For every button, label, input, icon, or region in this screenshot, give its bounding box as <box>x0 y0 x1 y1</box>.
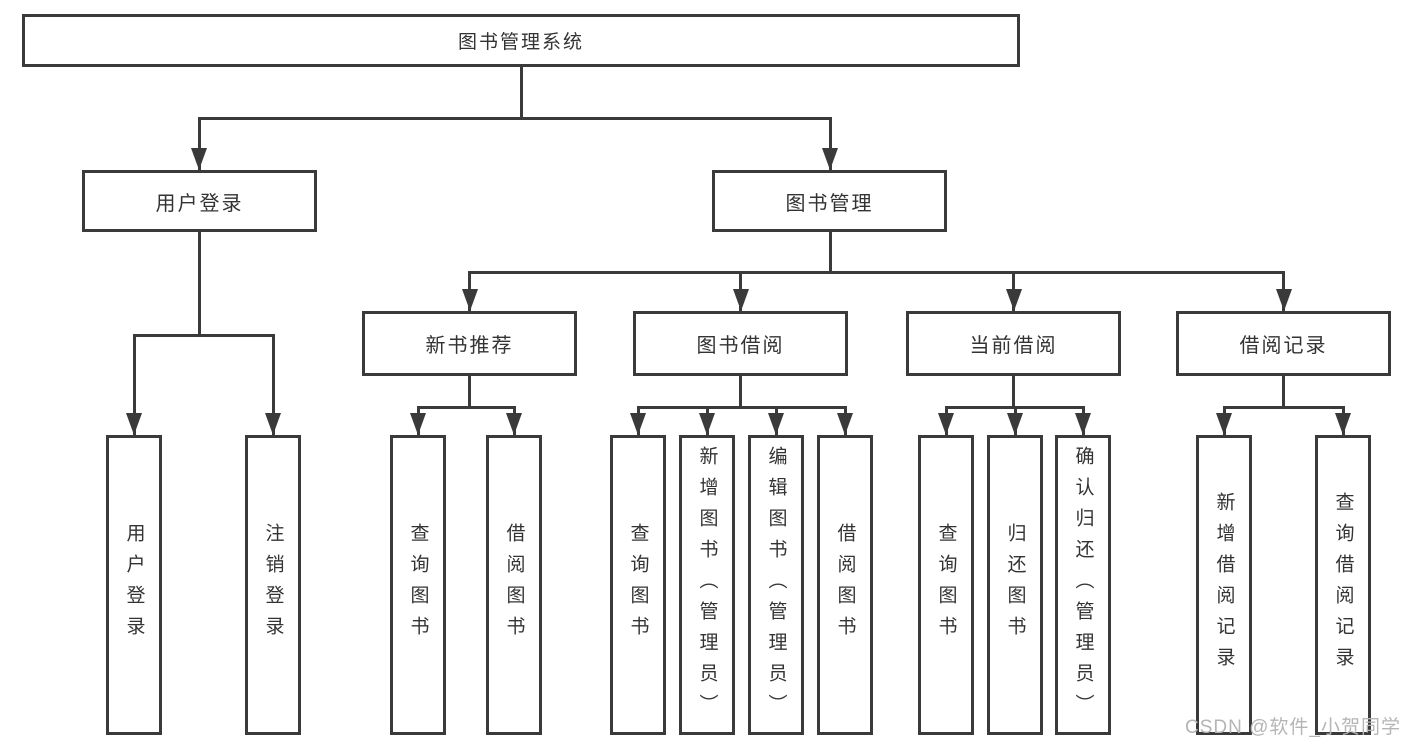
leaf-add-borrow-record: 新增借阅记录 <box>1196 435 1252 735</box>
arrow-down-icon <box>768 413 784 435</box>
arrow-down-icon <box>410 413 426 435</box>
connector-user-split <box>132 333 275 337</box>
leaf-query-book-2: 查询图书 <box>610 435 666 735</box>
connector-trunk <box>468 376 471 408</box>
arrow-down-icon <box>1007 413 1023 435</box>
node-borrow-records: 借阅记录 <box>1176 311 1391 376</box>
connector-stem-user-login <box>197 116 201 171</box>
node-current-borrow: 当前借阅 <box>906 311 1121 376</box>
connector-stem-book-mgmt <box>828 116 832 171</box>
leaf-user-login: 用户登录 <box>106 435 162 735</box>
leaf-query-book-1: 查询图书 <box>390 435 446 735</box>
node-user-login: 用户登录 <box>82 170 317 232</box>
arrow-down-icon <box>126 413 142 435</box>
connector-stem-leaf <box>271 333 275 436</box>
leaf-add-book-admin: 新增图书（管理员） <box>679 435 735 735</box>
arrow-down-icon <box>699 413 715 435</box>
connector-split <box>416 405 516 409</box>
arrow-down-icon <box>1275 289 1292 311</box>
connector-root-split <box>197 116 832 120</box>
arrow-down-icon <box>837 413 853 435</box>
arrow-down-icon <box>732 289 749 311</box>
leaf-logout: 注销登录 <box>245 435 301 735</box>
connector-bookmgmt-split <box>468 270 1285 274</box>
arrow-down-icon <box>461 289 478 311</box>
leaf-confirm-return-admin: 确认归还（管理员） <box>1055 435 1111 735</box>
connector-split <box>1222 405 1344 409</box>
connector-bookmgmt-trunk <box>828 232 832 272</box>
leaf-borrow-book-2: 借阅图书 <box>817 435 873 735</box>
connector-trunk <box>1012 376 1015 408</box>
node-book-management: 图书管理 <box>712 170 947 232</box>
csdn-watermark: CSDN @软件_小贺同学 <box>1185 717 1401 738</box>
arrow-down-icon <box>822 148 838 170</box>
leaf-edit-book-admin: 编辑图书（管理员） <box>748 435 804 735</box>
node-library-system: 图书管理系统 <box>22 14 1020 67</box>
arrow-down-icon <box>1075 413 1091 435</box>
arrow-down-icon <box>1005 289 1022 311</box>
node-book-borrow: 图书借阅 <box>633 311 848 376</box>
node-new-book-recommend: 新书推荐 <box>362 311 577 376</box>
leaf-return-book: 归还图书 <box>987 435 1043 735</box>
arrow-down-icon <box>938 413 954 435</box>
connector-root-trunk <box>519 67 523 118</box>
arrow-down-icon <box>265 413 281 435</box>
leaf-query-borrow-record: 查询借阅记录 <box>1315 435 1371 735</box>
arrow-down-icon <box>191 148 207 170</box>
arrow-down-icon <box>1335 413 1351 435</box>
arrow-down-icon <box>1216 413 1232 435</box>
arrow-down-icon <box>506 413 522 435</box>
connector-split <box>636 405 847 409</box>
arrow-down-icon <box>630 413 646 435</box>
leaf-query-book-3: 查询图书 <box>918 435 974 735</box>
connector-user-trunk <box>197 232 201 336</box>
leaf-borrow-book-1: 借阅图书 <box>486 435 542 735</box>
connector-trunk <box>1282 376 1285 408</box>
connector-stem-leaf <box>132 333 136 436</box>
connector-trunk <box>739 376 742 408</box>
